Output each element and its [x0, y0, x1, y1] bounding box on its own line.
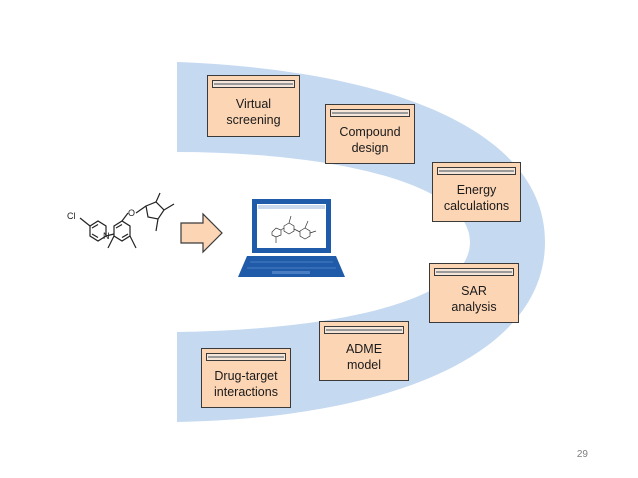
- step-box-virtual-screening: Virtual screening: [207, 75, 300, 137]
- page-number: 29: [576, 449, 588, 460]
- block-arrow-icon: [180, 212, 223, 254]
- step-label-energy-calculations: Energy calculations: [443, 183, 510, 213]
- window-titlebar: [434, 268, 514, 276]
- window-titlebar: [437, 167, 516, 175]
- step-label-drug-target-interactions: Drug-target interactions: [214, 369, 278, 399]
- step-box-sar-analysis: SAR analysis: [429, 263, 519, 323]
- molecule-on-screen-icon: [271, 215, 317, 243]
- laptop-base: [238, 256, 345, 277]
- window-titlebar: [212, 80, 295, 88]
- step-box-compound-design: Compound design: [325, 104, 415, 164]
- step-label-adme-model: ADME model: [345, 342, 383, 372]
- window-titlebar: [330, 109, 410, 117]
- step-box-adme-model: ADME model: [319, 321, 409, 381]
- nitrogen-label: N: [103, 231, 110, 241]
- step-box-drug-target-interactions: Drug-target interactions: [201, 348, 291, 408]
- molecule-structure: [79, 192, 175, 249]
- oxygen-label: O: [128, 208, 135, 218]
- step-label-compound-design: Compound design: [339, 125, 401, 155]
- laptop-screen-titlebar: [258, 205, 325, 209]
- step-box-energy-calculations: Energy calculations: [432, 162, 521, 222]
- workflow-band: [177, 62, 545, 422]
- chlorine-label: Cl: [67, 211, 76, 221]
- window-titlebar: [206, 353, 286, 361]
- laptop-screen: [257, 204, 326, 248]
- laptop-icon: [238, 199, 345, 277]
- step-label-sar-analysis: SAR analysis: [451, 284, 497, 314]
- window-titlebar: [324, 326, 404, 334]
- step-label-virtual-screening: Virtual screening: [226, 97, 281, 127]
